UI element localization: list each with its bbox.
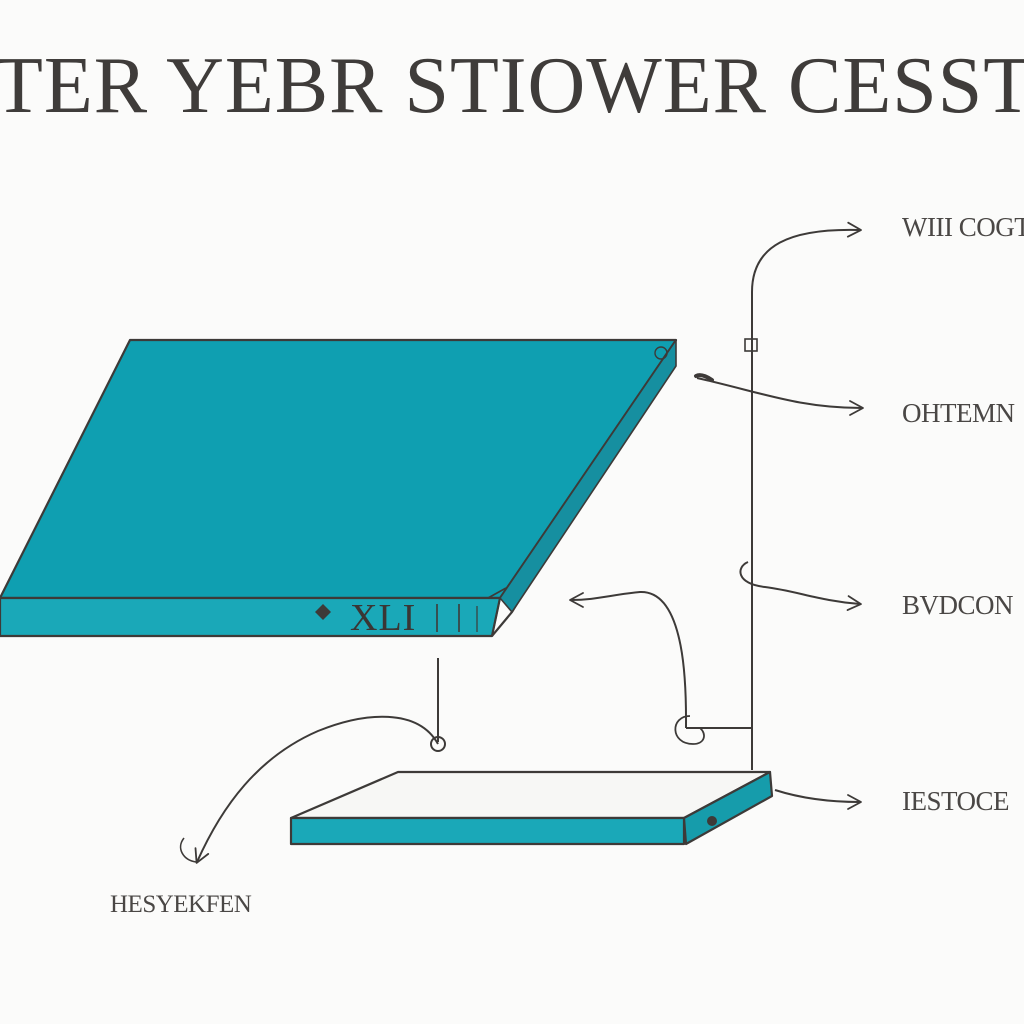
arrow-to-label-4 [774,789,862,810]
small-panel-side [682,770,774,846]
page-title: TER YEBR STIOWER CESSTBELT [0,42,1024,130]
large-panel-top [0,338,678,600]
drop-line-ring-icon [430,736,446,752]
diagram-label-5: HESYEKFEN [110,891,252,918]
arrow-to-label-1 [751,221,862,293]
arrow-tail-loop-icon [179,837,197,863]
diagram-label-2: OHTEMN [902,398,1015,428]
panel-diamond-icon [315,604,331,620]
return-arrow [569,590,688,729]
large-panel-edge-highlight [499,339,677,613]
diagram-label-4: IESTOCE [902,786,1010,816]
diagram-label-1: WIII COGT [902,212,1024,242]
cable-loop-icon [674,715,705,745]
diagram-label-3: BVDCON [902,590,1014,620]
panel-corner-notch [487,587,507,599]
arrow-to-label-3 [739,561,862,611]
support-clamp-icon [744,338,758,352]
small-panel-port-icon [707,816,717,826]
arrow-to-label-2 [696,377,864,416]
panel-front-text: XLI [350,597,417,639]
cable-connector-icon [694,373,714,382]
small-panel-front [289,816,686,846]
arrow-to-label-5 [194,715,439,864]
panel-screw-icon [654,346,668,360]
large-panel-front [0,596,502,638]
panel-corner-line [491,597,501,637]
